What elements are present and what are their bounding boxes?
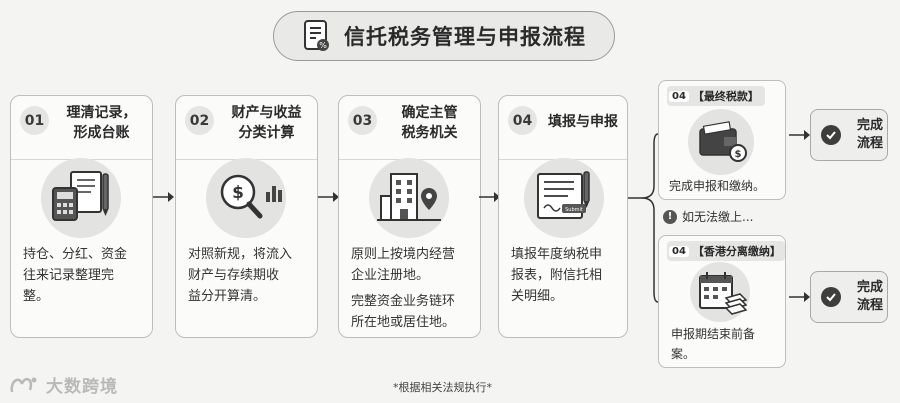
result-tag-text: 【最终税款】 [692, 90, 759, 103]
title-pill: % 信托税务管理与申报流程 [273, 11, 615, 61]
page-title: 信托税务管理与申报流程 [344, 25, 586, 49]
step-title: 理清记录， 形成台账 [55, 103, 148, 143]
step-card-01: 01 理清记录， 形成台账 持仓、分红、资金 往来记录整理完 整。 [10, 95, 153, 338]
step-description: 填报年度纳税申 报表，附信托相 关明细。 [511, 247, 603, 304]
done-box-1: 完成 流程 [810, 109, 888, 161]
step-title-line1: 理清记录， [66, 105, 137, 121]
branch-note-text: 如无法缴上... [682, 210, 754, 224]
check-icon [821, 287, 841, 307]
step-card-03: 03 确定主管 税务机关 原则上按境内经营 企业注册地。 完整资金业务链环 所在… [338, 95, 481, 338]
flow-arrow [789, 292, 810, 302]
step-title-line2: 形成台账 [73, 125, 130, 141]
flow-arrow [789, 130, 810, 140]
step-title: 填报与申报 [543, 112, 623, 132]
svg-text:%: % [319, 41, 327, 50]
calculator-documents-icon [41, 158, 121, 238]
branch-note: ! 如无法缴上... [663, 208, 753, 225]
result-tag: 04 【香港分离缴纳】 [667, 241, 785, 261]
magnifier-dollar-chart-icon: $ [206, 158, 286, 238]
flow-arrow [153, 192, 174, 202]
flow-arrow [318, 192, 339, 202]
check-icon [821, 125, 841, 145]
step-title: 确定主管 税务机关 [383, 103, 476, 143]
svg-text:$: $ [232, 183, 244, 203]
watermark-logo: 大数跨境 [8, 372, 118, 397]
result-tag-text: 【香港分离缴纳】 [692, 245, 781, 258]
result-card-hk-separate: 04 【香港分离缴纳】 申报期结束前备 案。 [658, 235, 786, 368]
step-number: 01 [20, 106, 49, 135]
tax-form-submit-icon: Submit [524, 158, 604, 238]
wallet-coin-icon: $ [688, 109, 754, 175]
step-number: 02 [185, 106, 214, 135]
step-title-line1: 财产与收益 [231, 105, 302, 121]
step-description: 对照新规，将流入 财产与存续期收 益分开算清。 [188, 247, 293, 304]
result-description: 申报期结束前备 案。 [671, 327, 756, 361]
step-card-02: 02 财产与收益 分类计算 $ 对照新规，将流入 财产与存续期收 益分开算清。 [175, 95, 318, 338]
result-tag: 04 【最终税款】 [667, 86, 765, 106]
brand-logo-icon [10, 377, 37, 392]
result-tag-number: 04 [669, 245, 689, 257]
step-title-line2: 税务机关 [401, 125, 458, 141]
result-tag-number: 04 [669, 90, 689, 102]
result-card-final-tax: 04 【最终税款】 $ 完成申报和缴纳。 [658, 80, 786, 200]
step-card-04: 04 填报与申报 Submit 填报年度纳税申 报表，附信托相 关明细。 [498, 95, 628, 338]
done-label: 完成 流程 [857, 280, 884, 313]
step-title-line1: 确定主管 [401, 105, 458, 121]
step-title-line1: 填报与申报 [548, 114, 618, 130]
flow-arrow [479, 192, 500, 202]
step-description: 原则上按境内经营 企业注册地。 [351, 247, 456, 283]
done-label: 完成 流程 [857, 118, 884, 151]
watermark-text: 大数跨境 [46, 377, 118, 397]
branch-connector [628, 133, 659, 303]
step-description-extra: 完整资金业务链环 所在地或居住地。 [351, 294, 456, 330]
svg-text:Submit: Submit [565, 207, 583, 213]
step-title: 财产与收益 分类计算 [220, 103, 313, 143]
result-description: 完成申报和缴纳。 [669, 179, 766, 193]
done-box-2: 完成 流程 [810, 271, 888, 323]
calendar-stack-icon [690, 262, 750, 322]
step-number: 03 [348, 106, 377, 135]
step-description: 持仓、分红、资金 往来记录整理完 整。 [23, 247, 128, 304]
svg-text:$: $ [735, 149, 742, 160]
step-number: 04 [508, 106, 537, 135]
alert-icon: ! [663, 209, 677, 224]
footnote: *根据相关法规执行* [393, 381, 492, 394]
step-title-line2: 分类计算 [238, 125, 295, 141]
tax-document-icon: % [304, 20, 329, 51]
office-building-location-icon [369, 158, 449, 238]
